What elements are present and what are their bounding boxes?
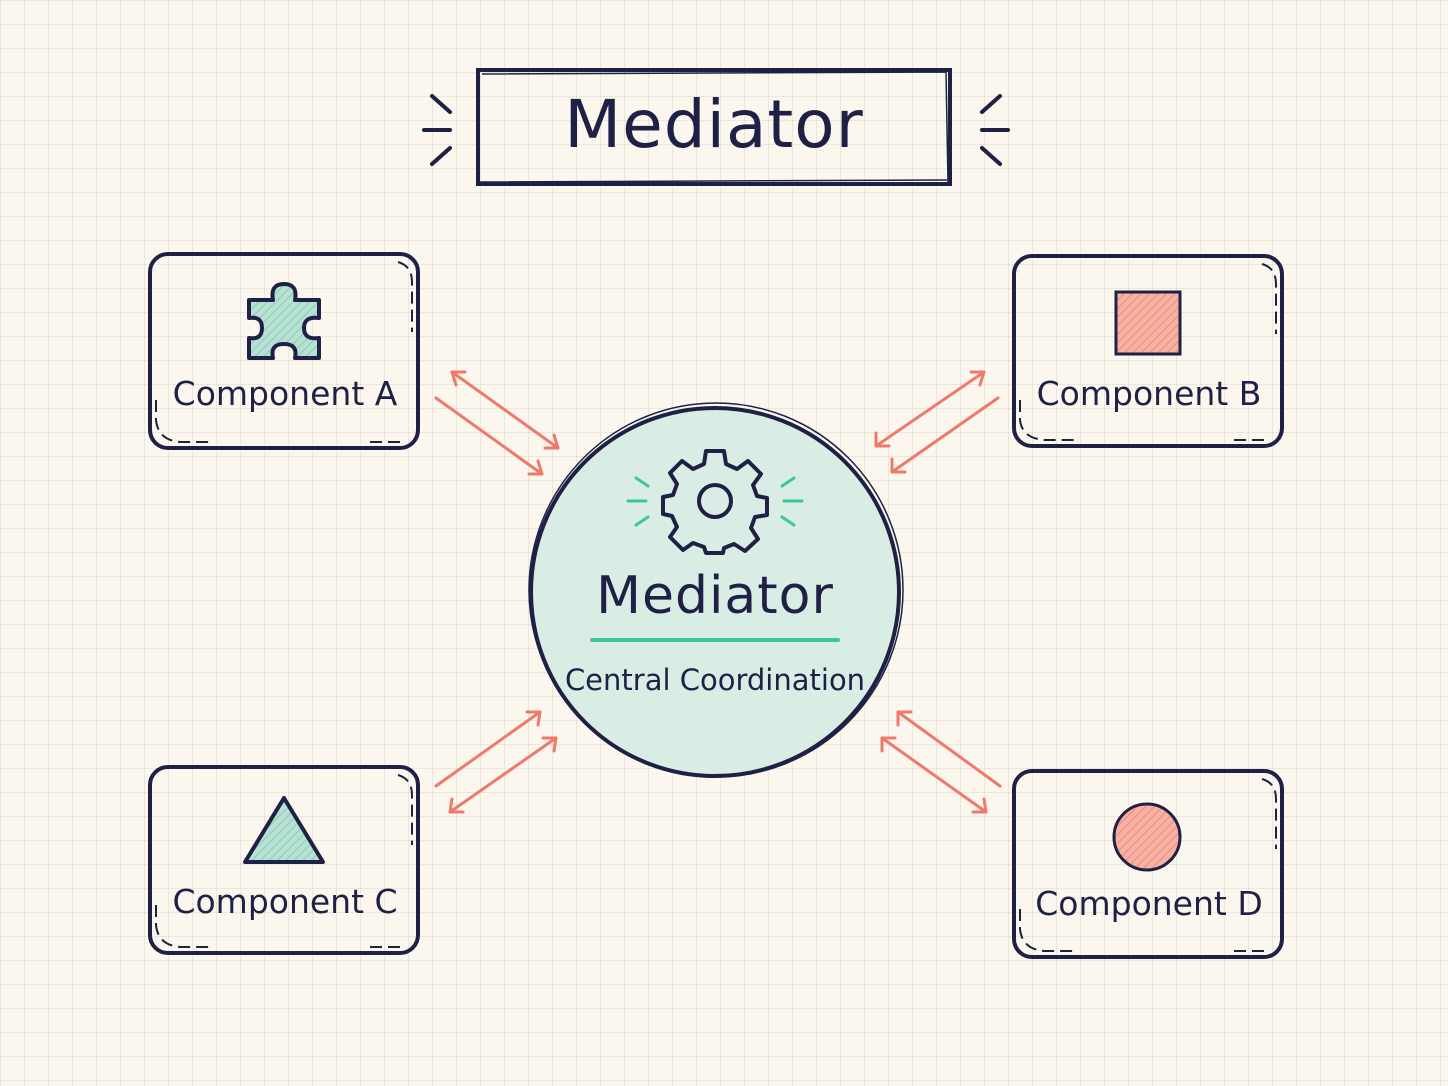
arrow-d-mediator	[880, 710, 1002, 814]
component-b-box	[1012, 254, 1284, 448]
arrow-a-mediator	[434, 370, 560, 476]
square-icon	[1114, 290, 1182, 356]
title-emphasis-right	[980, 94, 1010, 166]
arrow-b-mediator	[874, 370, 1000, 474]
triangle-icon	[243, 796, 325, 864]
component-a-box	[148, 252, 420, 450]
component-c-box	[148, 765, 420, 955]
component-c-label: Component C	[172, 882, 398, 921]
title-emphasis-left	[422, 94, 452, 166]
gear-sparkle-lines	[626, 476, 804, 527]
arrow-c-mediator	[434, 710, 558, 814]
component-a-label: Component A	[172, 374, 398, 413]
title-box	[476, 68, 952, 186]
component-d-label: Component D	[1035, 884, 1263, 923]
component-b-label: Component B	[1036, 374, 1262, 413]
circle-icon	[1112, 802, 1182, 872]
puzzle-icon	[247, 282, 321, 360]
mediator-node	[528, 402, 904, 778]
diagram-title: Mediator	[564, 86, 864, 163]
mediator-subtitle: Central Coordination	[564, 663, 866, 697]
gear-icon	[661, 449, 769, 555]
mediator-label: Mediator	[596, 566, 834, 626]
component-d-box	[1012, 769, 1284, 959]
